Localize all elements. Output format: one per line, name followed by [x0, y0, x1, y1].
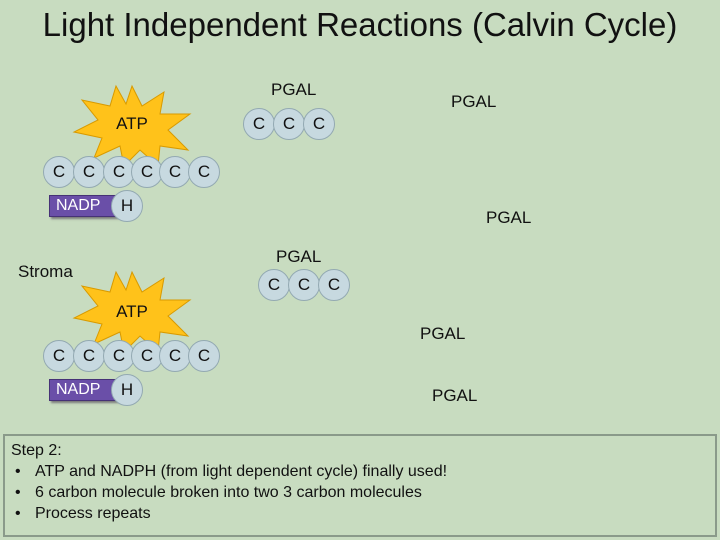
carbon-atom: C [273, 108, 305, 140]
carbon-atom: C [131, 340, 163, 372]
step-description: Step 2: ATP and NADPH (from light depend… [3, 434, 717, 537]
carbon-atom: C [73, 156, 105, 188]
pgal-label: PGAL [486, 208, 532, 227]
step-heading: Step 2: [11, 442, 62, 459]
pgal-label: PGAL [451, 92, 497, 111]
pgal-label: PGAL [432, 386, 478, 405]
carbon-atom: C [188, 340, 220, 372]
pgal-label: PGAL [420, 324, 466, 343]
stroma-label: Stroma [18, 262, 73, 281]
carbon-atom: C [43, 156, 75, 188]
nadp-bar: NADP [49, 195, 121, 217]
carbon-atom: C [159, 340, 191, 372]
carbon-atom: C [159, 156, 191, 188]
pgal-label: PGAL [271, 80, 317, 99]
slide-title: Light Independent Reactions (Calvin Cycl… [42, 6, 678, 43]
step-bullets: ATP and NADPH (from light dependent cycl… [11, 461, 709, 524]
carbon-atom: C [43, 340, 75, 372]
hydrogen-atom: H [111, 374, 143, 406]
step-bullet: Process repeats [11, 503, 709, 524]
carbon-atom: C [318, 269, 350, 301]
atp-label: ATP [116, 114, 148, 133]
carbon-atom: C [188, 156, 220, 188]
step-bullet: ATP and NADPH (from light dependent cycl… [11, 461, 709, 482]
step-bullet: 6 carbon molecule broken into two 3 carb… [11, 482, 709, 503]
hydrogen-atom: H [111, 190, 143, 222]
carbon-atom: C [103, 156, 135, 188]
carbon-atom: C [303, 108, 335, 140]
carbon-atom: C [243, 108, 275, 140]
atp-label: ATP [116, 302, 148, 321]
nadp-bar: NADP [49, 379, 121, 401]
pgal-label: PGAL [276, 247, 322, 266]
carbon-atom: C [258, 269, 290, 301]
carbon-atom: C [73, 340, 105, 372]
carbon-atom: C [288, 269, 320, 301]
